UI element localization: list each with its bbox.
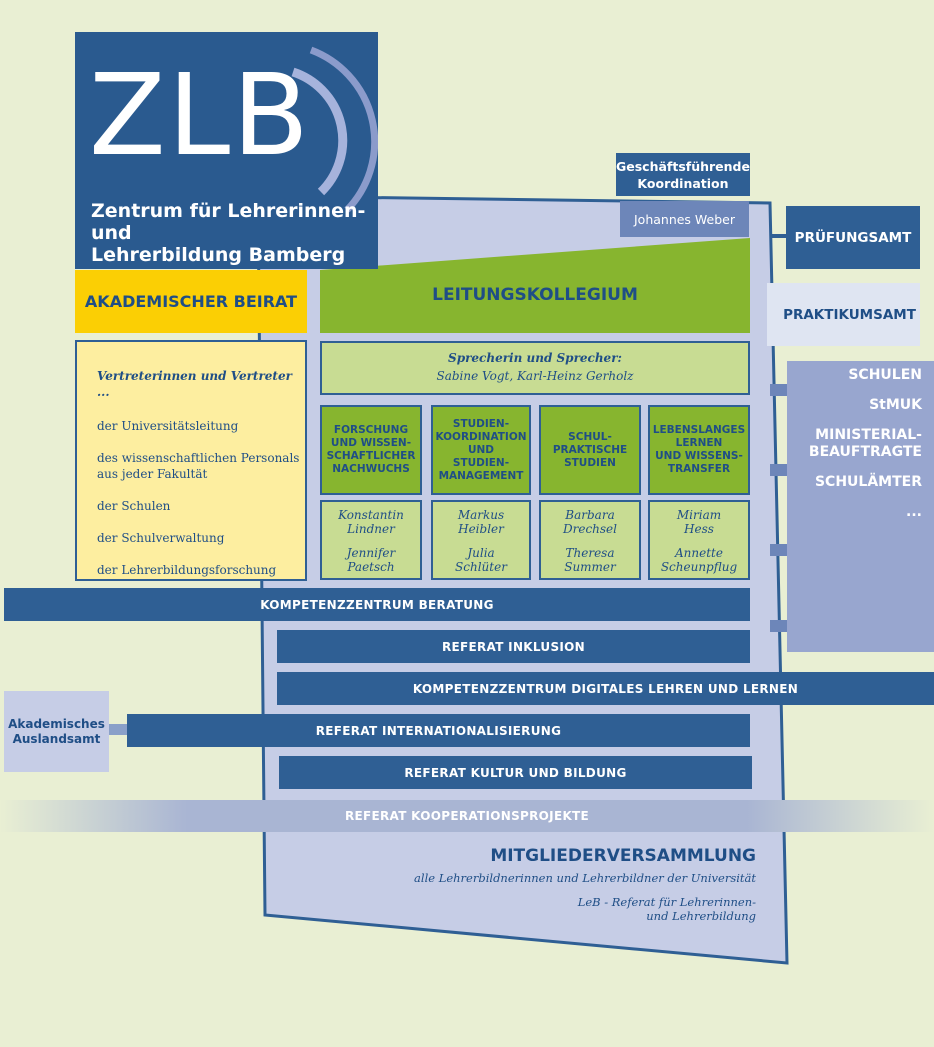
bar-referat-internationalisierung: REFERAT INTERNATIONALISIERUNG [127, 714, 750, 747]
leitungskollegium-box [320, 238, 750, 333]
person-name: Julia [467, 546, 495, 560]
leb-line-2: und Lehrerbildung [646, 909, 756, 923]
area-forschung: FORSCHUNG UND WISSEN- SCHAFTLICHER NACHW… [320, 405, 422, 495]
area-line: NACHWUCHS [332, 463, 410, 475]
area-line: TRANSFER [667, 463, 731, 475]
connector-schulen-3 [770, 544, 787, 556]
logo-arcs [291, 46, 378, 213]
ministerial-label-2: BEAUFTRAGTE [808, 444, 922, 460]
area-studienkoordination: STUDIEN- KOORDINATION UND STUDIEN- MANAG… [431, 405, 531, 495]
connector-ausland [109, 724, 127, 735]
area-line: SCHAFTLICHER [326, 450, 416, 462]
beirat-item: des wissenschaftlichen Personals [97, 451, 300, 465]
koordination-title-2: Koordination [637, 175, 729, 191]
sprecher-box: Sprecherin und Sprecher: Sabine Vogt, Ka… [320, 341, 750, 395]
area-line: LEBENSLANGES [652, 424, 746, 436]
person-name: Lindner [347, 522, 395, 536]
koordination-person: Johannes Weber [620, 201, 749, 237]
person-name: Scheunpflug [660, 560, 738, 574]
person-name: Theresa [565, 546, 615, 560]
bar-referat-kultur: REFERAT KULTUR UND BILDUNG [279, 756, 752, 789]
area-lebenslanges-lernen: LEBENSLANGES LERNEN UND WISSENS- TRANSFE… [648, 405, 750, 495]
connector-schulen-1 [770, 384, 787, 396]
beirat-body: Vertreterinnen und Vertreter ... der Uni… [75, 340, 307, 581]
leitungskollegium-title: LEITUNGSKOLLEGIUM [432, 285, 638, 305]
area-line: UND WISSEN- [330, 437, 412, 449]
area-line: PRAKTISCHE [552, 443, 628, 456]
area-line: UND [467, 443, 494, 456]
mitgliederversammlung-title: MITGLIEDERVERSAMMLUNG [490, 846, 756, 866]
area-people-schulpraktische-studien: Barbara Drechsel Theresa Summer [539, 500, 641, 580]
person-name: Markus [457, 508, 505, 522]
area-line: STUDIEN- [452, 417, 510, 430]
leb-line-1: LeB - Referat für Lehrerinnen- [577, 895, 756, 909]
area-people-forschung: Konstantin Lindner Jennifer Paetsch [320, 500, 422, 580]
pruefungsamt-box: PRÜFUNGSAMT [786, 206, 920, 269]
beirat-item: aus jeder Fakultät [97, 467, 208, 481]
area-line: STUDIEN- [452, 456, 510, 469]
area-line: SCHUL- [568, 430, 612, 443]
bar-referat-kooperationsprojekte: REFERAT KOOPERATIONSPROJEKTE [0, 800, 934, 832]
ellipsis-label: ... [906, 504, 922, 520]
area-people-studienkoordination: Markus Heibler Julia Schlüter [431, 500, 531, 580]
beirat-item: der Lehrerbildungsforschung [97, 563, 277, 577]
ministerial-label-1: MINISTERIAL- [815, 427, 922, 443]
person-name: Heibler [458, 522, 504, 536]
person-name: Miriam [676, 508, 722, 522]
area-line: KOORDINATION [435, 430, 527, 443]
beirat-item: der Schulen [97, 499, 171, 513]
beirat-heading: Vertreterinnen und Vertreter ... [97, 369, 292, 399]
auslandsamt-line-1: Akademisches [8, 716, 105, 731]
beirat-item: der Schulverwaltung [97, 531, 225, 545]
schulen-panel: SCHULEN StMUK MINISTERIAL- BEAUFTRAGTE S… [787, 361, 934, 652]
person-name: Jennifer [346, 546, 396, 560]
person-name: Schlüter [455, 560, 507, 574]
stmuk-label: StMUK [869, 397, 922, 413]
sprecher-heading: Sprecherin und Sprecher: [448, 351, 622, 365]
praktikumsamt-box: PRAKTIKUMSAMT [767, 283, 920, 346]
logo-line-2: Lehrerbildung Bamberg [91, 244, 346, 266]
person-name: Konstantin [338, 508, 404, 522]
area-line: LERNEN [675, 437, 723, 449]
logo-letters: ZLB [89, 51, 311, 181]
area-people-lebenslanges-lernen: Miriam Hess Annette Scheunpflug [648, 500, 750, 580]
mitgliederversammlung-subtitle: alle Lehrerbildnerinnen und Lehrerbildne… [414, 871, 756, 885]
bar-kompetenzzentrum-digital: KOMPETENZZENTRUM DIGITALES LEHREN UND LE… [277, 672, 934, 705]
beirat-item: der Universitätsleitung [97, 419, 239, 433]
person-name: Summer [564, 560, 616, 574]
koordination-box: Geschäftsführende Koordination [616, 153, 750, 196]
auslandsamt-line-2: Auslandsamt [12, 731, 101, 746]
beirat-title: AKADEMISCHER BEIRAT [75, 270, 307, 333]
bar-kompetenzzentrum-beratung: KOMPETENZZENTRUM BERATUNG [4, 588, 750, 621]
koordination-title-1: Geschäftsführende [616, 158, 750, 174]
area-line: STUDIEN [564, 456, 616, 469]
area-line: FORSCHUNG [333, 424, 409, 436]
area-line: UND WISSENS- [655, 450, 743, 462]
area-schulpraktische-studien: SCHUL- PRAKTISCHE STUDIEN [539, 405, 641, 495]
connector-schulen-4 [770, 620, 787, 632]
area-line: MANAGEMENT [438, 469, 524, 482]
sprecher-names: Sabine Vogt, Karl-Heinz Gerholz [436, 369, 634, 383]
zlb-logo: ZLB Zentrum für Lehrerinnen- und Lehrerb… [75, 32, 378, 269]
bar-referat-inklusion: REFERAT INKLUSION [277, 630, 750, 663]
schulaemter-label: SCHULÄMTER [814, 474, 922, 490]
logo-line-1: Zentrum für Lehrerinnen- und [91, 200, 366, 244]
connector-schulen-2 [770, 464, 787, 476]
person-name: Annette [675, 546, 723, 560]
person-name: Drechsel [562, 522, 617, 536]
auslandsamt-box: Akademisches Auslandsamt [4, 691, 109, 772]
schulen-label: SCHULEN [848, 367, 922, 383]
person-name: Hess [684, 522, 714, 536]
person-name: Paetsch [347, 560, 395, 574]
person-name: Barbara [565, 508, 615, 522]
leb-referat: LeB - Referat für Lehrerinnen- und Lehre… [520, 895, 756, 923]
logo-subtitle: Zentrum für Lehrerinnen- und Lehrerbildu… [91, 200, 378, 266]
